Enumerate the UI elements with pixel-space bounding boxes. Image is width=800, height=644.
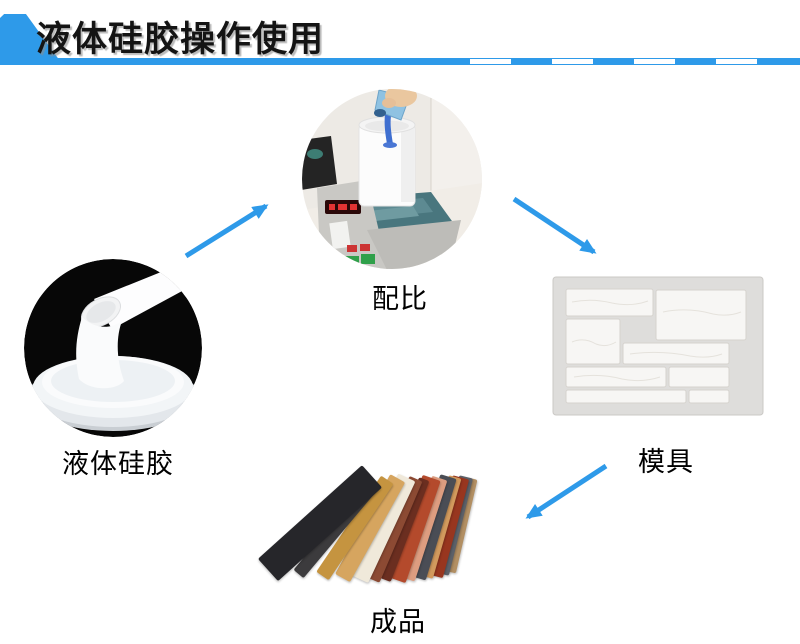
page-title: 液体硅胶操作使用	[36, 20, 325, 59]
header-divider-bar	[0, 58, 800, 65]
step-label-ratio: 配比	[372, 284, 428, 314]
bar-highlight-segment	[634, 59, 675, 64]
weighing-scale-photo	[302, 89, 482, 269]
arrow-silicone-to-ratio	[184, 203, 269, 259]
step-label-mold: 模具	[638, 447, 694, 477]
silicone-stream	[76, 317, 124, 389]
bar-highlight-segment	[552, 59, 593, 64]
bottle-and-hand	[374, 89, 417, 121]
colored-tile-fan-photo	[252, 458, 532, 598]
stone-texture-mold-photo	[552, 276, 764, 416]
bar-highlight-segment	[470, 59, 511, 64]
step-label-liquid-silicone: 液体硅胶	[62, 449, 174, 479]
mold-stones	[565, 288, 747, 404]
beaker	[358, 116, 416, 207]
bar-highlight-segment	[716, 59, 757, 64]
arrow-ratio-to-mold	[512, 196, 597, 255]
pour-stream	[383, 114, 397, 148]
step-label-finished-product: 成品	[370, 607, 426, 637]
stone-texture-lines	[571, 299, 742, 382]
liquid-silicone-photo	[24, 259, 202, 437]
side-device	[302, 136, 337, 190]
